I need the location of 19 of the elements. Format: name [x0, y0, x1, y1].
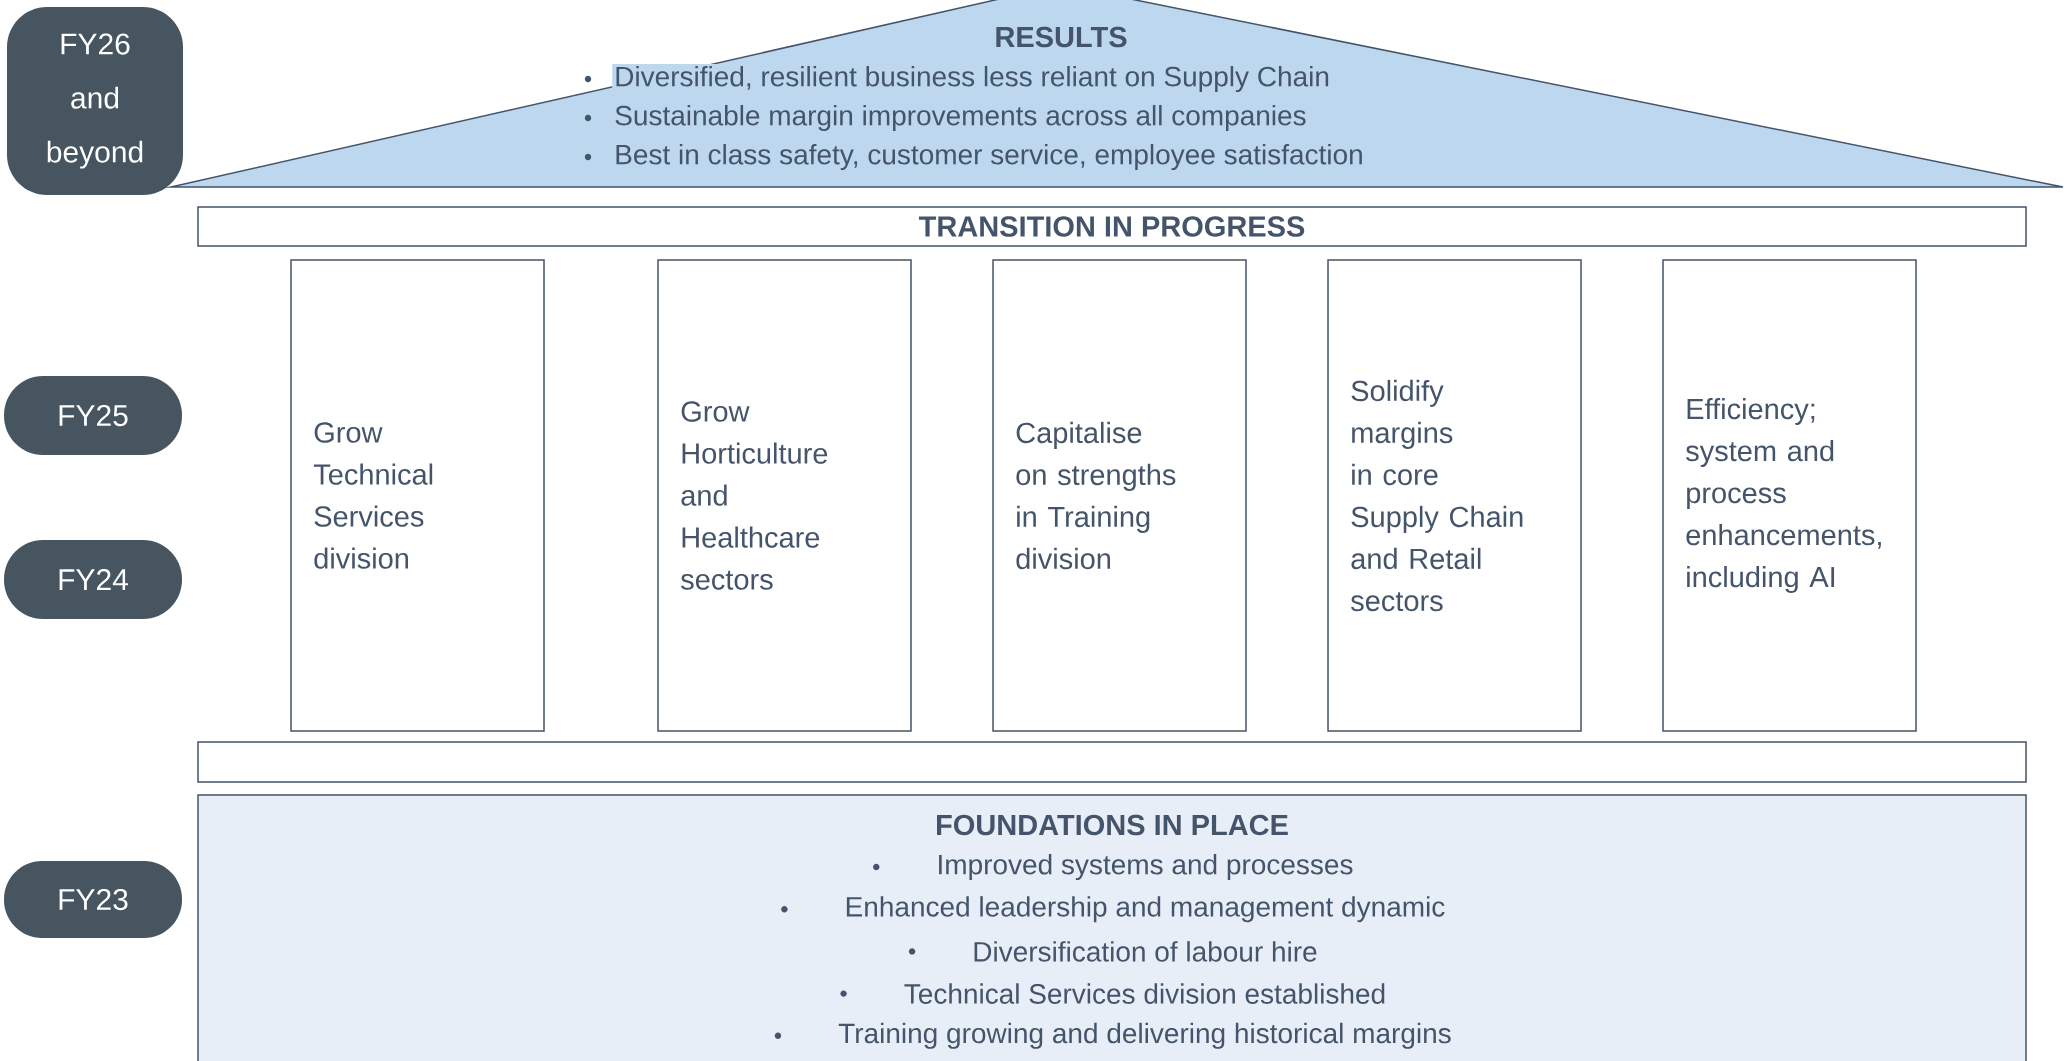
year-pill: FY23 — [4, 861, 182, 938]
bullet-item: Sustainable margin improvements across all companies — [612, 102, 1309, 134]
bullet-item: Technical Services division established — [904, 983, 1385, 1004]
bullet-item: Improved systems and processes — [939, 853, 1353, 881]
band-box — [197, 741, 2027, 783]
bullet-item: Enhanced leadership and management dynamic — [846, 896, 1445, 923]
pillar-box: Grow Technical Services division — [290, 259, 545, 732]
pillar-box: Grow Horticulture and Healthcare sectors — [657, 259, 912, 732]
year-pill: FY25 — [4, 376, 182, 455]
year-pill: FY26 and beyond — [7, 7, 183, 195]
banner-box: TRANSITION IN PROGRESS — [197, 206, 2027, 247]
bullet-item: Best in class safety, customer service, employee satisfaction — [612, 141, 1366, 173]
pillar-box: Solidify margins in core Supply Chain and Retail sectors — [1327, 259, 1582, 732]
bullet-item: Training growing and delivering historical margins — [838, 1022, 1451, 1049]
bullet-item: Diversification of labour hire — [974, 941, 1317, 962]
year-pill: FY24 — [4, 540, 182, 619]
pillar-box: Efficiency; system and process enhancements, including AI — [1662, 259, 1917, 732]
pillar-box: Capitalise on strengths in Training division — [992, 259, 1247, 732]
bullet-item: Diversified, resilient business less reliant on Supply Chain — [612, 63, 1333, 95]
